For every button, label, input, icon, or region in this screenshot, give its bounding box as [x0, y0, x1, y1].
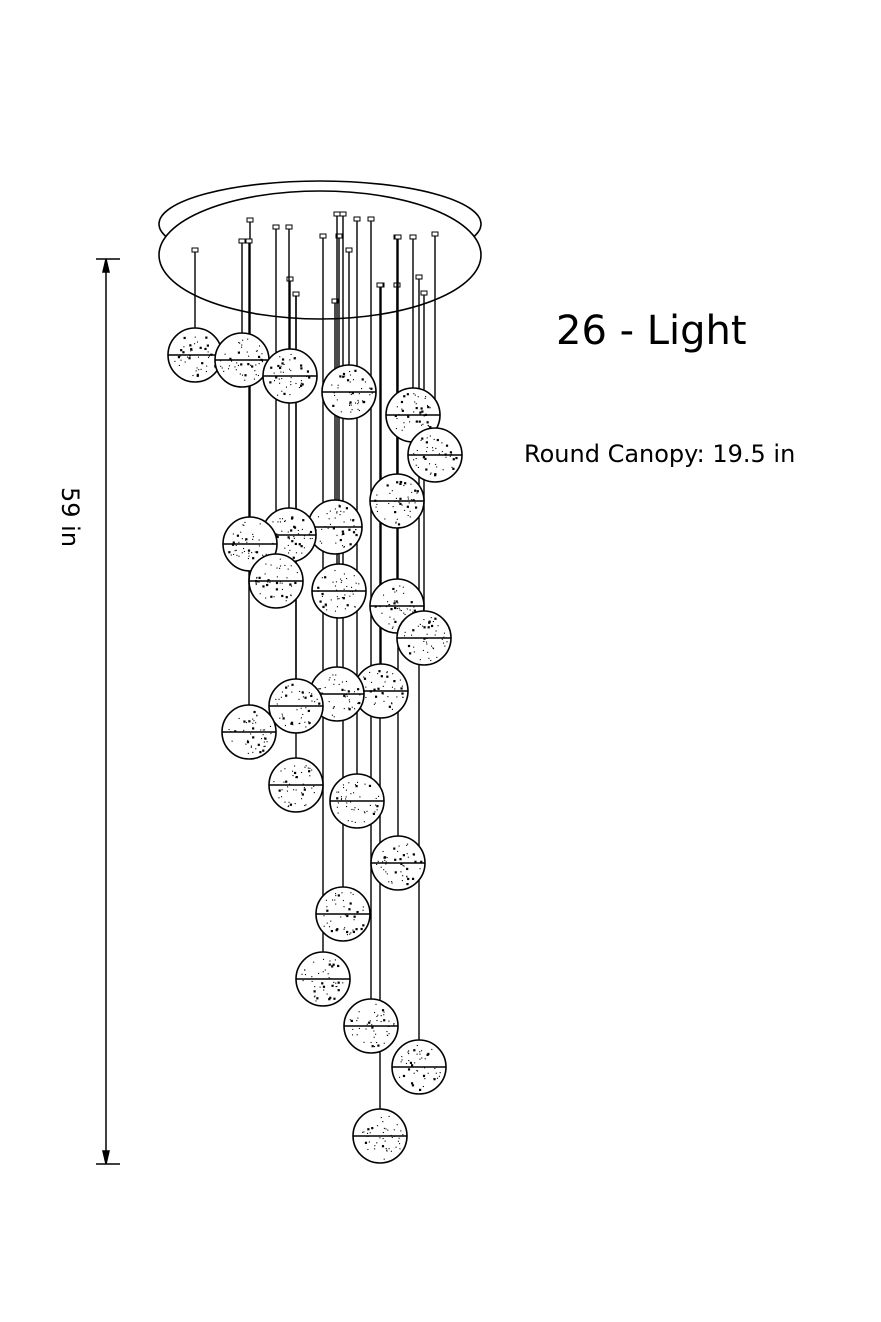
pendant-ball	[295, 951, 351, 1007]
hook	[333, 211, 341, 217]
pendant-ball	[407, 427, 463, 483]
hook	[285, 224, 293, 230]
hook	[292, 291, 300, 297]
pendant-ball	[307, 499, 363, 555]
hook	[331, 298, 339, 304]
hook	[245, 238, 253, 244]
pendant-ball	[311, 563, 367, 619]
pendant-ball	[268, 678, 324, 734]
height-dimension-line	[96, 258, 120, 1165]
pendant-ball	[248, 553, 304, 609]
hook	[367, 216, 375, 222]
hook	[238, 238, 246, 244]
pendant-ball	[370, 835, 426, 891]
hook	[420, 290, 428, 296]
pendant-ball	[268, 757, 324, 813]
canopy-size-label: Round Canopy: 19.5 in	[524, 440, 796, 468]
pendant-ball	[353, 663, 409, 719]
pendant-ball	[352, 1108, 408, 1164]
canopy	[158, 180, 482, 320]
pendant-balls	[167, 327, 463, 1164]
pendant-ball	[396, 610, 452, 666]
hook	[409, 234, 417, 240]
hook	[286, 276, 294, 282]
pendant-ball	[321, 364, 377, 420]
pendant-ball	[391, 1039, 447, 1095]
hook	[345, 247, 353, 253]
pendant-ball	[221, 704, 277, 760]
pendant-ball	[214, 332, 270, 388]
hook	[339, 211, 347, 217]
hook	[431, 231, 439, 237]
pendant-ball	[262, 348, 318, 404]
hook	[394, 234, 402, 240]
hook	[246, 217, 254, 223]
hook	[272, 224, 280, 230]
light-count-title: 26 - Light	[556, 308, 747, 354]
pendant-ball	[343, 998, 399, 1054]
pendant-ball	[329, 773, 385, 829]
hook	[376, 282, 384, 288]
hook	[353, 216, 361, 222]
pendant-wires	[191, 211, 439, 1109]
pendant-ball	[369, 473, 425, 529]
hook	[415, 274, 423, 280]
pendant-ball	[167, 327, 223, 383]
hook	[191, 247, 199, 253]
hook	[335, 233, 343, 239]
hook	[319, 233, 327, 239]
pendant-ball	[315, 886, 371, 942]
height-label: 59 in	[56, 486, 85, 548]
